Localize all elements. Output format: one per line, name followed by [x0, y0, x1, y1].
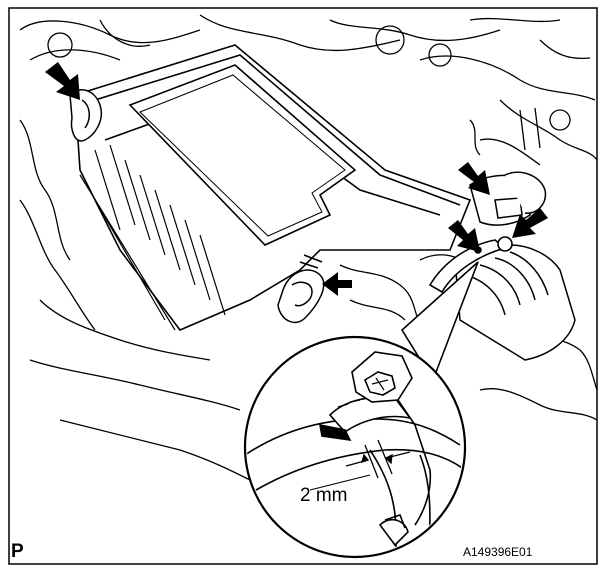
detail-circle: [243, 335, 467, 559]
figure-frame: [8, 7, 598, 565]
arrow-icon: [45, 62, 548, 296]
arrow-icon-left-clip: [45, 62, 80, 100]
filter-cover-inner: [139, 74, 346, 237]
lower-clamp-clip: [277, 254, 325, 324]
hose-clamp: [428, 236, 513, 294]
arrow-icon-clamp-right: [512, 208, 548, 238]
detail-view: [243, 335, 467, 559]
filter-cover-window: [128, 64, 357, 246]
housing-ribs: [79, 144, 226, 331]
detail-callout-pointer: [400, 261, 479, 382]
arrow-icon-lower-clip: [322, 272, 352, 296]
dimension-marks: [309, 439, 411, 491]
panel-label: P: [11, 541, 24, 562]
arrow-icon-clamp-left: [448, 220, 480, 252]
dimension-label: 2 mm: [300, 485, 348, 506]
left-clamp-clip: [69, 89, 102, 142]
arrow-icon-connector: [458, 162, 490, 195]
figure-id: A149396E01: [463, 545, 533, 559]
